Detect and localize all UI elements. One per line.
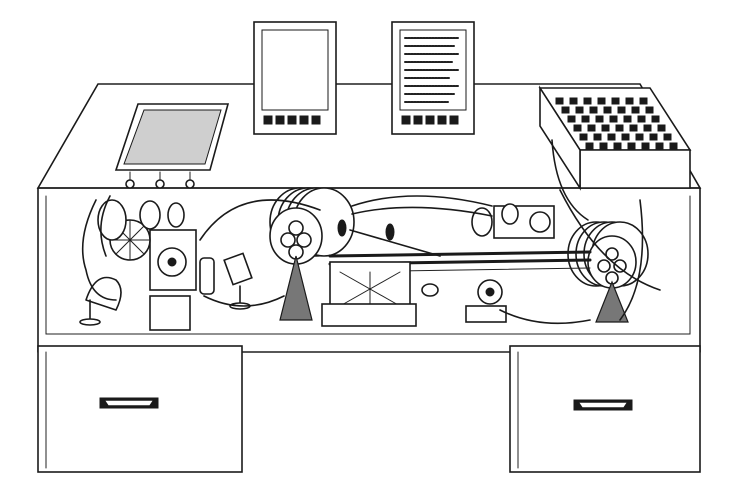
key-panel bbox=[538, 85, 692, 191]
key bbox=[623, 115, 632, 123]
key bbox=[607, 133, 616, 141]
key bbox=[639, 97, 648, 105]
key bbox=[631, 106, 640, 114]
key bbox=[641, 142, 650, 150]
key bbox=[595, 115, 604, 123]
key bbox=[643, 124, 652, 132]
key bbox=[611, 97, 620, 105]
key bbox=[627, 142, 636, 150]
left-pedestal bbox=[37, 345, 243, 473]
key bbox=[597, 97, 606, 105]
key bbox=[601, 124, 610, 132]
key bbox=[609, 115, 618, 123]
key bbox=[593, 133, 602, 141]
key bbox=[625, 97, 634, 105]
drive-rails bbox=[321, 219, 592, 327]
key bbox=[581, 115, 590, 123]
right-pedestal bbox=[509, 345, 701, 473]
key bbox=[567, 115, 576, 123]
key bbox=[603, 106, 612, 114]
key bbox=[555, 97, 564, 105]
key bbox=[655, 142, 664, 150]
key bbox=[613, 142, 622, 150]
key bbox=[573, 124, 582, 132]
key bbox=[669, 142, 678, 150]
key bbox=[589, 106, 598, 114]
key bbox=[663, 133, 672, 141]
key bbox=[645, 106, 654, 114]
left-screen bbox=[114, 103, 230, 189]
recording-apparatus bbox=[351, 195, 555, 239]
key bbox=[657, 124, 666, 132]
key bbox=[599, 142, 608, 150]
key bbox=[579, 133, 588, 141]
center-screen-text bbox=[391, 21, 475, 135]
key bbox=[585, 142, 594, 150]
key bbox=[561, 106, 570, 114]
key bbox=[617, 106, 626, 114]
key bbox=[569, 97, 578, 105]
key bbox=[615, 124, 624, 132]
right-film-reel bbox=[567, 221, 649, 323]
key bbox=[621, 133, 630, 141]
camera-projector-machinery bbox=[79, 195, 253, 331]
key bbox=[649, 133, 658, 141]
key bbox=[629, 124, 638, 132]
key bbox=[637, 115, 646, 123]
key bbox=[583, 97, 592, 105]
key bbox=[651, 115, 660, 123]
center-screen-blank bbox=[253, 21, 337, 135]
cables bbox=[199, 139, 661, 325]
key bbox=[635, 133, 644, 141]
key bbox=[587, 124, 596, 132]
left-film-reel bbox=[269, 187, 355, 321]
key bbox=[575, 106, 584, 114]
